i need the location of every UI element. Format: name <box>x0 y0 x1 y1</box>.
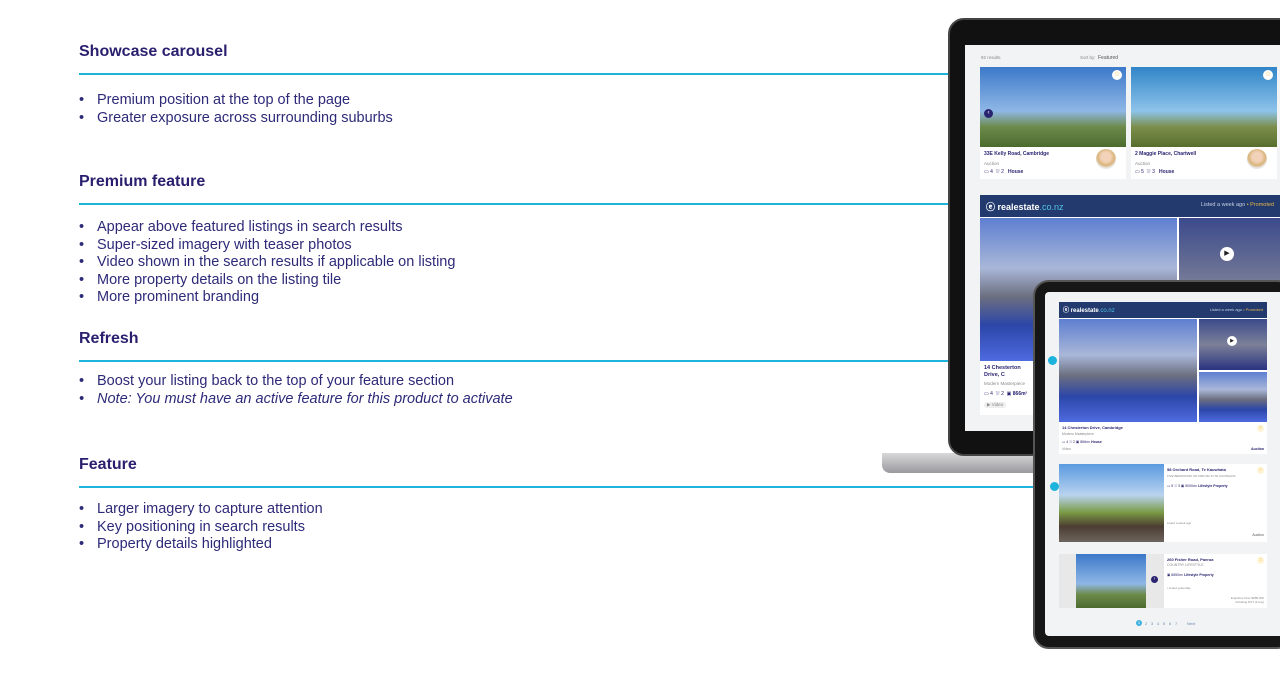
star-icon[interactable]: ☆ <box>1257 557 1264 564</box>
page-2[interactable]: 2 <box>1145 621 1148 626</box>
star-icon[interactable]: ☆ <box>1263 70 1273 80</box>
teaser-photo <box>1199 372 1267 422</box>
play-icon[interactable]: ▶ <box>1220 247 1234 261</box>
listed-date: Listed a week ago <box>1200 202 1246 208</box>
tablet-screen: ⓔ realestate.co.nz Listed a week ago • P… <box>1045 292 1280 636</box>
next-page[interactable]: Next <box>1187 621 1196 626</box>
listed-date: Listed a week ago <box>1167 521 1192 525</box>
sale-method: Auction <box>1135 161 1151 166</box>
listing-photo <box>1059 464 1164 542</box>
listing-address[interactable]: 33E Kelly Road, Cambridge <box>984 151 1050 157</box>
star-icon[interactable]: ☆ <box>1112 70 1122 80</box>
brand-banner: ⓔ realestate.co.nz Listed a week ago • P… <box>980 195 1280 217</box>
sale-method: Auction <box>1252 533 1264 537</box>
listing-address[interactable]: 14 Chesterton Drive, C <box>984 365 1021 378</box>
listing-photo <box>980 67 1126 147</box>
page-6[interactable]: 6 <box>1169 621 1172 626</box>
brand-banner: ⓔ realestate.co.nz Listed a week ago • P… <box>1059 302 1267 318</box>
listing-photo <box>1131 67 1277 147</box>
connector-dot <box>1048 356 1057 365</box>
sale-method: Auction <box>984 161 1000 166</box>
feature-card[interactable]: 58 Orchard Road, Te Kauwhata FIVE BEDROO… <box>1059 464 1267 542</box>
land-area: 866m² <box>1012 391 1028 397</box>
listed-date: Listed a week ago <box>1209 307 1243 312</box>
connector-line <box>79 73 969 75</box>
listing-headline: COUNTRY LIFESTYLE <box>1167 563 1204 567</box>
carousel-card[interactable]: ☆ ‹ 33E Kelly Road, Cambridge Auction ▭ … <box>980 67 1126 179</box>
connector-line <box>79 360 1053 362</box>
page-5[interactable]: 5 <box>1163 621 1166 626</box>
premium-card[interactable]: ⓔ realestate.co.nz Listed a week ago • P… <box>1059 302 1267 454</box>
listing-headline: Modern Masterpiece <box>984 381 1026 386</box>
video-badge[interactable]: Video <box>991 402 1004 407</box>
bullet: Premium position at the top of the page <box>79 92 393 110</box>
bullet-list: Larger imagery to capture attention Key … <box>79 501 323 554</box>
sale-method: Auction <box>1250 447 1264 451</box>
listing-photo <box>1059 319 1197 422</box>
bullet: Appear above featured listings in search… <box>79 219 455 237</box>
standard-card[interactable]: › 260 Fisher Road, Paeroa COUNTRY LIFEST… <box>1059 554 1267 608</box>
realestate-logo: ⓔ realestate.co.nz <box>1063 308 1115 314</box>
bullet-list: Premium position at the top of the page … <box>79 92 393 127</box>
bullet: Property details highlighted <box>79 536 323 554</box>
bullet: Larger imagery to capture attention <box>79 501 323 519</box>
bullet: More property details on the listing til… <box>79 272 455 290</box>
promoted-badge: • Promoted <box>1243 307 1263 312</box>
laptop-base <box>882 453 1052 473</box>
page-1[interactable]: 1 <box>1136 620 1142 626</box>
connector-line <box>79 203 969 205</box>
bullet: Super-sized imagery with teaser photos <box>79 237 455 255</box>
star-icon[interactable]: ☆ <box>1257 425 1264 432</box>
section-title: Refresh <box>79 330 139 347</box>
connector-line <box>79 486 1053 488</box>
realestate-logo: ⓔ realestate.co.nz <box>986 202 1064 212</box>
sort-label: Sort by: <box>1080 55 1096 60</box>
property-type: House <box>1159 169 1175 175</box>
listing-headline: Modern Masterpiece <box>1062 432 1094 436</box>
page-7[interactable]: 7 <box>1175 621 1178 626</box>
section-title: Showcase carousel <box>79 43 228 60</box>
property-type: House <box>1008 169 1024 175</box>
sort-select[interactable]: Featured <box>1098 55 1119 61</box>
agent-avatar <box>1096 149 1116 169</box>
baths: 2 <box>1001 391 1004 397</box>
chevron-right-icon[interactable]: › <box>1151 576 1158 583</box>
baths: 2 <box>1001 169 1004 175</box>
page-4[interactable]: 4 <box>1157 621 1160 626</box>
listing-address[interactable]: 14 Chesterton Drive, Cambridge <box>1062 425 1123 430</box>
bullet: Video shown in the search results if app… <box>79 254 455 272</box>
section-title: Feature <box>79 456 137 473</box>
beds: 4 <box>990 169 993 175</box>
agent-avatar <box>1247 149 1267 169</box>
star-icon[interactable]: ☆ <box>1257 467 1264 474</box>
beds: 4 <box>990 391 993 397</box>
listing-photo <box>1076 554 1146 608</box>
price: Enquiries Over $685,000 including GST (i… <box>1230 596 1264 604</box>
listed-date: • Listed yesterday <box>1167 586 1191 590</box>
listing-address[interactable]: 58 Orchard Road, Te Kauwhata <box>1167 467 1226 472</box>
note-bullet: Note: You must have an active feature fo… <box>79 391 513 409</box>
bullet-list: Boost your listing back to the top of yo… <box>79 373 513 408</box>
listing-address[interactable]: 2 Maggie Place, Chartwell <box>1135 151 1197 157</box>
connector-dot <box>1050 482 1059 491</box>
listing-headline: FIVE BEDROOMS ON 5000 M2 IN TE KAUWHATA <box>1167 474 1236 478</box>
listing-address[interactable]: 260 Fisher Road, Paeroa <box>1167 557 1214 562</box>
chevron-left-icon[interactable]: ‹ <box>984 109 993 118</box>
baths: 3 <box>1152 169 1155 175</box>
beds: 5 <box>1141 169 1144 175</box>
bullet: Greater exposure across surrounding subu… <box>79 110 393 128</box>
carousel-card[interactable]: ☆ 2 Maggie Place, Chartwell Auction ▭ 5 … <box>1131 67 1277 179</box>
bullet-list: Appear above featured listings in search… <box>79 219 455 307</box>
bullet: More prominent branding <box>79 289 455 307</box>
video-badge[interactable]: Video <box>1062 447 1071 451</box>
results-count: 92 results <box>981 55 1001 60</box>
page-3[interactable]: 3 <box>1151 621 1154 626</box>
play-icon[interactable]: ▶ <box>1227 336 1237 346</box>
bullet: Boost your listing back to the top of yo… <box>79 373 513 391</box>
bullet: Key positioning in search results <box>79 519 323 537</box>
promoted-badge: • Promoted <box>1246 202 1274 208</box>
section-title: Premium feature <box>79 173 206 190</box>
